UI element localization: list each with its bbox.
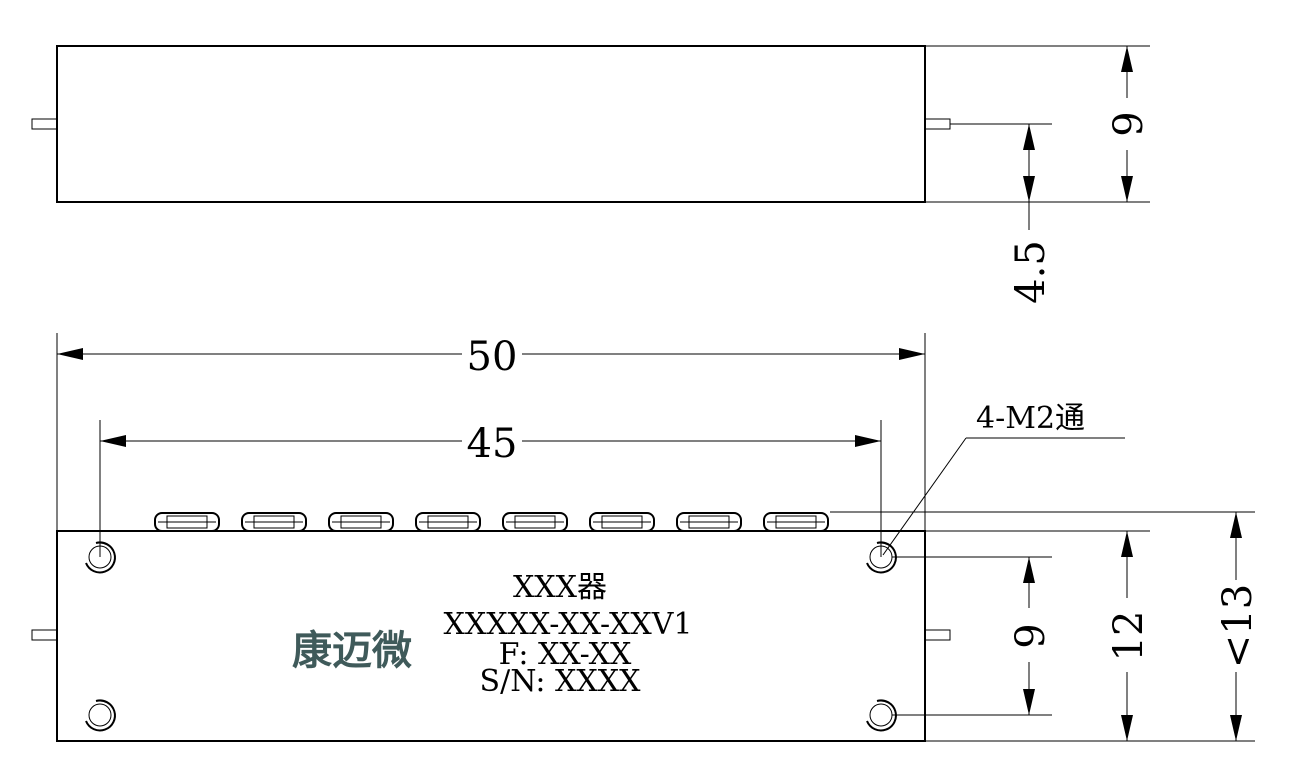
model-number-label: XXXXX-XX-XXV1 xyxy=(444,607,693,642)
dim-max-height: <13 xyxy=(1215,512,1261,741)
brand-logo: 康迈微 xyxy=(292,628,412,674)
dim-max-height-label: <13 xyxy=(1215,584,1261,668)
top-view-pin-left xyxy=(31,118,58,130)
dim-overall-length: 50 xyxy=(56,333,926,531)
sma-connector xyxy=(676,512,742,532)
sma-connector xyxy=(328,512,394,532)
sma-connector xyxy=(415,512,481,532)
dim-pin-offset-label: 4.5 xyxy=(1008,240,1054,304)
dim-pin-offset: 4.5 xyxy=(1008,124,1054,304)
top-view-body xyxy=(56,45,926,203)
top-view-pin-right xyxy=(924,118,951,130)
top-view: 9 4.5 xyxy=(31,45,1152,304)
mounting-hole-top-left xyxy=(85,541,116,574)
hole-callout-label: 4-M2通 xyxy=(976,401,1085,436)
sma-connector xyxy=(241,512,307,532)
front-view: 50 45 4-M2通 xyxy=(31,333,1261,742)
dim-top-height-label: 9 xyxy=(1106,111,1152,136)
sma-connector xyxy=(589,512,655,532)
dim-body-height: 12 xyxy=(1106,531,1152,741)
front-view-pin-left xyxy=(31,629,58,641)
front-view-pin-right xyxy=(924,629,951,641)
dim-body-height-label: 12 xyxy=(1106,611,1152,662)
dim-top-height: 9 xyxy=(1106,46,1152,202)
dim-hole-spacing-label: 45 xyxy=(467,421,518,467)
hole-callout: 4-M2通 xyxy=(882,401,1125,556)
dim-hole-vertical: 9 xyxy=(1008,557,1054,715)
sma-connector xyxy=(154,512,220,532)
product-type-label: XXX器 xyxy=(513,570,607,605)
serial-number-label: S/N: XXXX xyxy=(480,664,642,699)
dim-hole-spacing: 45 xyxy=(99,420,882,557)
frequency-label: F: XX-XX xyxy=(499,637,632,672)
dim-overall-length-label: 50 xyxy=(467,334,518,380)
connector-row xyxy=(154,512,829,532)
mounting-hole-bottom-right xyxy=(866,699,897,732)
dim-hole-vertical-label: 9 xyxy=(1008,623,1054,648)
mounting-hole-bottom-left xyxy=(85,699,116,732)
sma-connector xyxy=(763,512,829,532)
sma-connector xyxy=(502,512,568,532)
